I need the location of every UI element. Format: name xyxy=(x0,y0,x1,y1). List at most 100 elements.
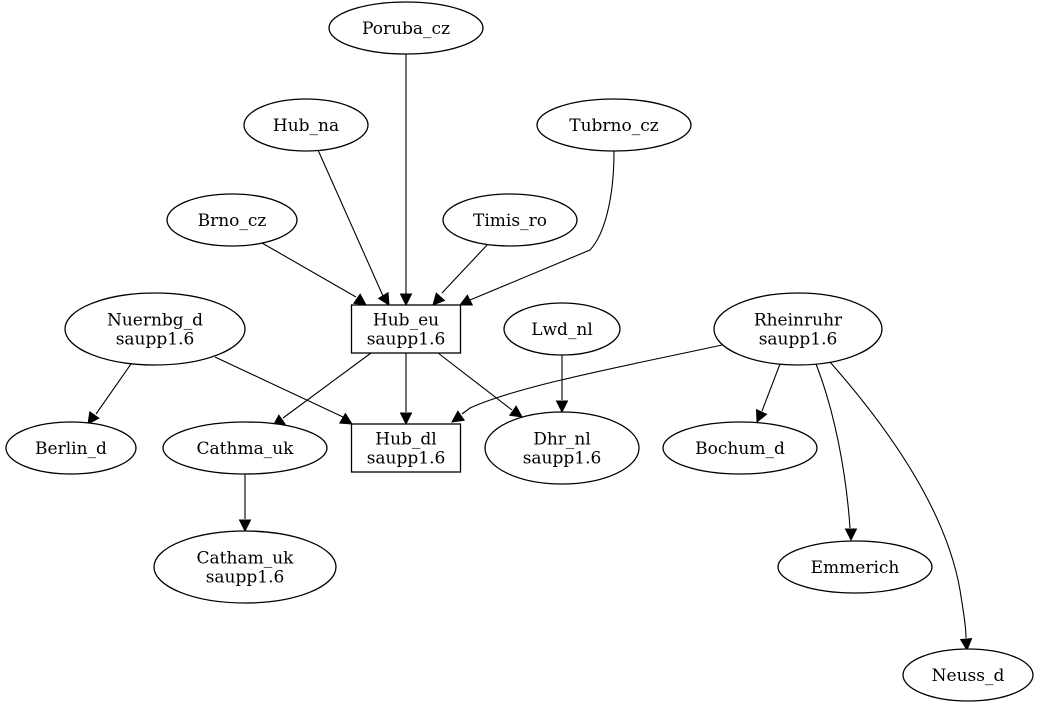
node-sublabel: saupp1.6 xyxy=(206,568,285,588)
edge-hub-eu-to-dhr-nl xyxy=(437,352,523,418)
edge-poruba-cz-to-hub-eu xyxy=(399,54,413,307)
node-ellipse xyxy=(162,421,328,475)
node-ellipse xyxy=(328,1,484,55)
arrow-head xyxy=(756,408,768,424)
edge-line xyxy=(261,242,357,298)
node-sublabel: saupp1.6 xyxy=(367,330,446,350)
arrow-head xyxy=(399,412,413,426)
edge-rheinruhr-to-bochum-d xyxy=(756,363,781,424)
node-label: Hub_dl xyxy=(375,430,436,450)
node-label: Catham_uk xyxy=(197,549,295,569)
node-label: Lwd_nl xyxy=(531,320,593,340)
node-label: Neuss_d xyxy=(932,666,1005,686)
node-berlin-d[interactable]: Berlin_d xyxy=(5,421,137,475)
arrow-head xyxy=(352,293,367,306)
edge-line xyxy=(282,352,372,419)
node-lwd-nl[interactable]: Lwd_nl xyxy=(503,302,621,356)
edge-line xyxy=(437,352,513,411)
node-label: Dhr_nl xyxy=(533,430,591,450)
node-label: Brno_cz xyxy=(198,211,267,231)
node-poruba-cz[interactable]: Poruba_cz xyxy=(328,1,484,55)
edge-tubrno-cz-to-hub-eu xyxy=(458,150,615,306)
node-ellipse xyxy=(484,411,640,485)
edge-line xyxy=(317,149,384,297)
node-label: Nuernbg_d xyxy=(107,311,203,331)
edge-line xyxy=(214,356,344,418)
node-sublabel: saupp1.6 xyxy=(523,449,602,469)
edge-line xyxy=(469,150,615,301)
node-label: Bochum_d xyxy=(695,439,785,459)
arrow-head xyxy=(451,410,466,423)
node-sublabel: saupp1.6 xyxy=(116,330,195,350)
node-label: Rheinruhr xyxy=(754,311,843,331)
edge-cathma-uk-to-catham-uk xyxy=(238,474,252,533)
node-timis-ro[interactable]: Timis_ro xyxy=(442,193,578,247)
edge-brno-cz-to-hub-eu xyxy=(261,242,367,306)
node-label: Poruba_cz xyxy=(362,19,450,39)
edge-nuernbg-d-to-berlin-d xyxy=(87,363,132,425)
arrow-head xyxy=(458,294,474,306)
edge-line xyxy=(815,363,851,529)
node-neuss-d[interactable]: Neuss_d xyxy=(902,648,1034,702)
node-ellipse xyxy=(713,292,883,366)
edge-line xyxy=(441,243,489,294)
node-box xyxy=(350,304,462,354)
edge-rheinruhr-to-neuss-d xyxy=(829,361,973,652)
edge-timis-ro-to-hub-eu xyxy=(432,243,489,306)
edge-hub-eu-to-cathma-uk xyxy=(272,352,372,427)
node-tubrno-cz[interactable]: Tubrno_cz xyxy=(536,98,692,152)
edge-line xyxy=(95,363,132,415)
node-ellipse xyxy=(536,98,692,152)
edge-rheinruhr-to-hub-dl xyxy=(451,344,723,423)
node-ellipse xyxy=(166,193,298,247)
arrow-head xyxy=(377,291,390,306)
node-hub-na[interactable]: Hub_na xyxy=(243,98,369,152)
edges-layer xyxy=(87,54,973,652)
node-brno-cz[interactable]: Brno_cz xyxy=(166,193,298,247)
edge-rheinruhr-to-emmerich xyxy=(815,363,858,542)
node-ellipse xyxy=(902,648,1034,702)
node-ellipse xyxy=(153,530,337,604)
node-emmerich[interactable]: Emmerich xyxy=(777,540,933,594)
edge-line xyxy=(761,363,781,412)
node-ellipse xyxy=(777,540,933,594)
edge-line xyxy=(461,344,723,415)
node-sublabel: saupp1.6 xyxy=(367,449,446,469)
edge-line xyxy=(829,361,967,639)
edge-nuernbg-d-to-hub-dl xyxy=(214,356,353,425)
edge-lwd-nl-to-dhr-nl xyxy=(555,355,569,414)
arrow-head xyxy=(338,412,353,425)
node-label: Tubrno_cz xyxy=(569,116,659,136)
node-ellipse xyxy=(503,302,621,356)
node-label: Cathma_uk xyxy=(197,439,295,459)
node-ellipse xyxy=(442,193,578,247)
node-ellipse xyxy=(243,98,369,152)
node-label: Berlin_d xyxy=(35,439,107,459)
node-label: Emmerich xyxy=(811,558,900,578)
arrow-head xyxy=(87,410,100,425)
node-sublabel: saupp1.6 xyxy=(759,330,838,350)
node-ellipse xyxy=(5,421,137,475)
arrow-head xyxy=(238,519,252,533)
node-bochum-d[interactable]: Bochum_d xyxy=(662,421,818,475)
node-ellipse xyxy=(64,292,246,366)
node-box xyxy=(350,423,462,473)
node-cathma-uk[interactable]: Cathma_uk xyxy=(162,421,328,475)
arrow-head xyxy=(555,400,569,414)
node-ellipse xyxy=(662,421,818,475)
arrow-head xyxy=(508,405,523,418)
edge-hub-eu-to-hub-dl xyxy=(399,353,413,426)
node-label: Timis_ro xyxy=(473,211,547,231)
edge-hub-na-to-hub-eu xyxy=(317,149,390,306)
arrow-head xyxy=(844,528,858,542)
node-label: Hub_na xyxy=(273,116,339,136)
arrow-head xyxy=(399,293,413,307)
